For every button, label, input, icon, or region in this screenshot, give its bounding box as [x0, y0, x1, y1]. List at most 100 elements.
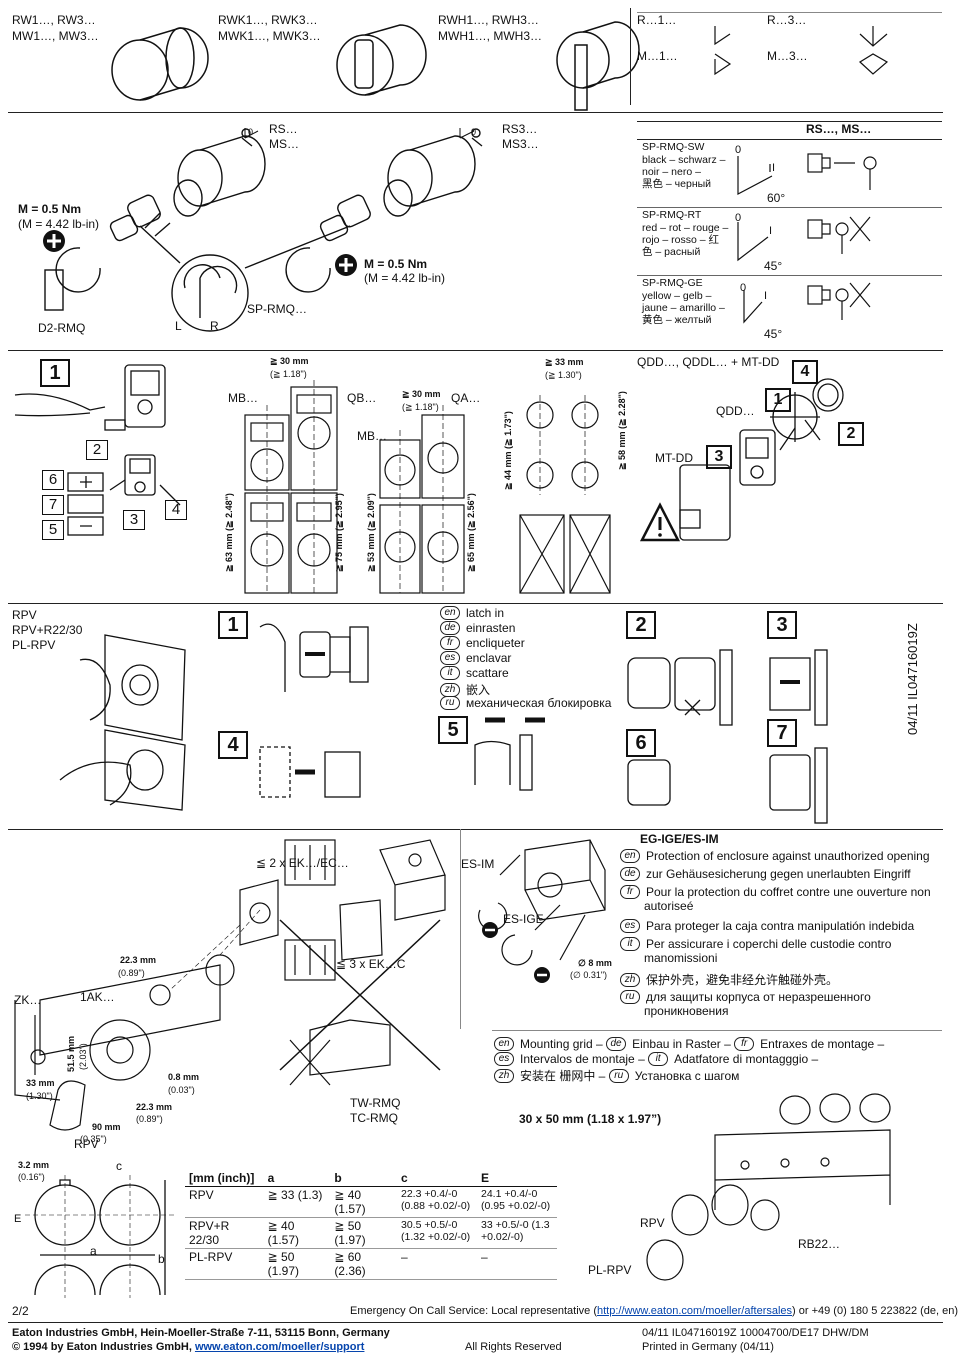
key-code: SP-RMQ-GE	[642, 277, 703, 289]
lang-pill: ru	[620, 990, 640, 1004]
switch-symbol-r1	[714, 26, 732, 76]
seal-screw-illustration	[478, 839, 606, 983]
side-doc-code: 04/11 IL04716019Z	[905, 623, 920, 735]
twrmq-label-1: TW-RMQ	[350, 1096, 401, 1110]
dim-33-in: (≧ 1.30")	[545, 370, 582, 380]
rule	[492, 1030, 942, 1031]
label-insert-illustration	[14, 364, 181, 536]
panel-hand-illustration	[59, 634, 186, 811]
dim-v53: ≧ 53 mm (≧ 2.09")	[366, 493, 376, 572]
key-color: 色 – расный	[642, 246, 701, 258]
col-header: a	[263, 1170, 331, 1187]
enclosure-assembly-illustration	[14, 839, 446, 1131]
key-row-sw: SP-RMQ-SW black – schwarz – noir – nero …	[642, 140, 942, 208]
copyright: © 1994 by Eaton Industries GmbH, www.eat…	[12, 1341, 364, 1354]
latch-steps-illustration-2	[474, 649, 828, 824]
cell: PL-RPV	[185, 1248, 264, 1280]
key-row-ge: SP-RMQ-GE yellow – gelb – jaune – amaril…	[642, 276, 942, 344]
footer-rule	[8, 1322, 943, 1323]
rights: All Rights Reserved	[465, 1341, 562, 1353]
step-6-badge: 6	[42, 470, 64, 490]
cell: 33 +0.5/-0 (1.3 +0.02/-0)	[477, 1217, 557, 1249]
plrpv-label: PL-RPV	[12, 638, 56, 652]
dim-v63: ≧ 63 mm (≧ 2.48")	[224, 493, 234, 572]
legend-text: encliqueter	[466, 636, 525, 650]
dim-v58: ≧ 58 mm (≧ 2.28")	[617, 391, 627, 470]
emergency-line: Emergency On Call Service: Local represe…	[350, 1305, 958, 1318]
rwh-label-1: RWH1…, RWH3…	[438, 13, 539, 27]
qa-label: QA…	[451, 391, 481, 405]
step-3-badge: 3	[123, 510, 145, 530]
lang-pill: zh	[620, 972, 640, 987]
step-1-box: 1	[218, 611, 248, 639]
lang-pill: zh	[494, 1068, 514, 1083]
lang-pill: fr	[620, 885, 640, 899]
dim-v65: ≧ 65 mm (≧ 2.56")	[466, 493, 476, 572]
key-switch-assembly-illustration	[43, 128, 483, 332]
qdd-step-4: 4	[792, 360, 818, 384]
step-6-box: 6	[626, 729, 656, 757]
legend-text: einrasten	[466, 621, 516, 635]
lang-pill: es	[494, 1052, 514, 1066]
step-5-badge: 5	[42, 520, 64, 540]
zk-label: ZK…	[14, 993, 42, 1007]
grid-text: Установка с шагом	[634, 1068, 740, 1083]
row-rule	[637, 275, 942, 276]
cutout-drawing	[25, 1175, 175, 1298]
dim-30b: ≧ 30 mm	[402, 389, 441, 399]
cell: ≧ 50 (1.97)	[263, 1248, 331, 1280]
cell: RPV	[185, 1186, 264, 1218]
qdd-label: QDD…	[716, 404, 755, 418]
cell: ≧ 33 (1.3)	[263, 1186, 331, 1218]
rwk-selector-illustration	[336, 24, 427, 96]
drill-size: ∅ 8 mm	[578, 958, 612, 968]
sprmq-label: SP-RMQ…	[247, 302, 307, 316]
rwh-label-2: MWH1…, MWH3…	[438, 29, 542, 43]
step-7-box: 7	[767, 719, 797, 747]
spacing-diagrams	[244, 380, 611, 594]
dim-90: 90 mm	[92, 1122, 121, 1132]
step-4-box: 4	[218, 731, 248, 759]
cell: ≧ 40 (1.57)	[263, 1217, 331, 1249]
lang-pill: de	[620, 867, 640, 881]
pos-0: 0	[735, 144, 742, 156]
key-code: SP-RMQ-RT	[642, 209, 702, 221]
rpv-label: RPV	[12, 608, 37, 622]
key-color: rojo – rosso – 红	[642, 234, 720, 246]
eg-ru: ru для защиты корпуса от неразрешенного	[620, 990, 871, 1004]
key-angle: 60°	[767, 191, 786, 205]
qdd-title: QDD…, QDDL… + MT-DD	[637, 355, 780, 369]
cell: ≧ 60 (2.36)	[330, 1248, 397, 1280]
step-1-badge: 1	[40, 359, 70, 387]
divider	[460, 829, 461, 1029]
legend-text: enclavar	[466, 651, 512, 665]
dim-e: E	[14, 1213, 22, 1225]
col-header: E	[477, 1170, 557, 1187]
switch-symbol-r3	[859, 26, 889, 75]
lang-pill: it	[620, 937, 640, 951]
key-color: noir – nero –	[642, 166, 701, 178]
emergency-tail: ) or +49 (0) 180 5 223822 (de, en)	[792, 1305, 958, 1317]
dim-32: 3.2 mm	[18, 1160, 50, 1170]
dim-223b-in: (0.89")	[136, 1114, 163, 1124]
rs-label-2: MS…	[269, 137, 299, 151]
step-3-box: 3	[767, 611, 797, 639]
grid-size: 30 x 50 mm (1.18 x 1.97”)	[519, 1112, 662, 1126]
support-link[interactable]: www.eaton.com/moeller/support	[194, 1341, 365, 1353]
dim-33: ≧ 33 mm	[545, 357, 584, 367]
legend-text: Protection of enclosure against unauthor…	[646, 849, 930, 863]
eg-it-cont: manomissioni	[644, 951, 718, 965]
mb-label-1: MB…	[228, 391, 258, 405]
legend-text: для защиты корпуса от неразрешенного	[646, 990, 871, 1004]
section-divider-2	[8, 350, 943, 351]
dim-32-in: (0.16")	[18, 1172, 45, 1182]
lang-pill: zh	[440, 682, 460, 697]
lang-pill: en	[620, 849, 640, 863]
aftersales-link[interactable]: http://www.eaton.com/moeller/aftersales	[597, 1305, 793, 1317]
dim-08: 0.8 mm	[168, 1072, 200, 1082]
ek3-label: ≦ 3 x EK…C	[336, 957, 406, 971]
